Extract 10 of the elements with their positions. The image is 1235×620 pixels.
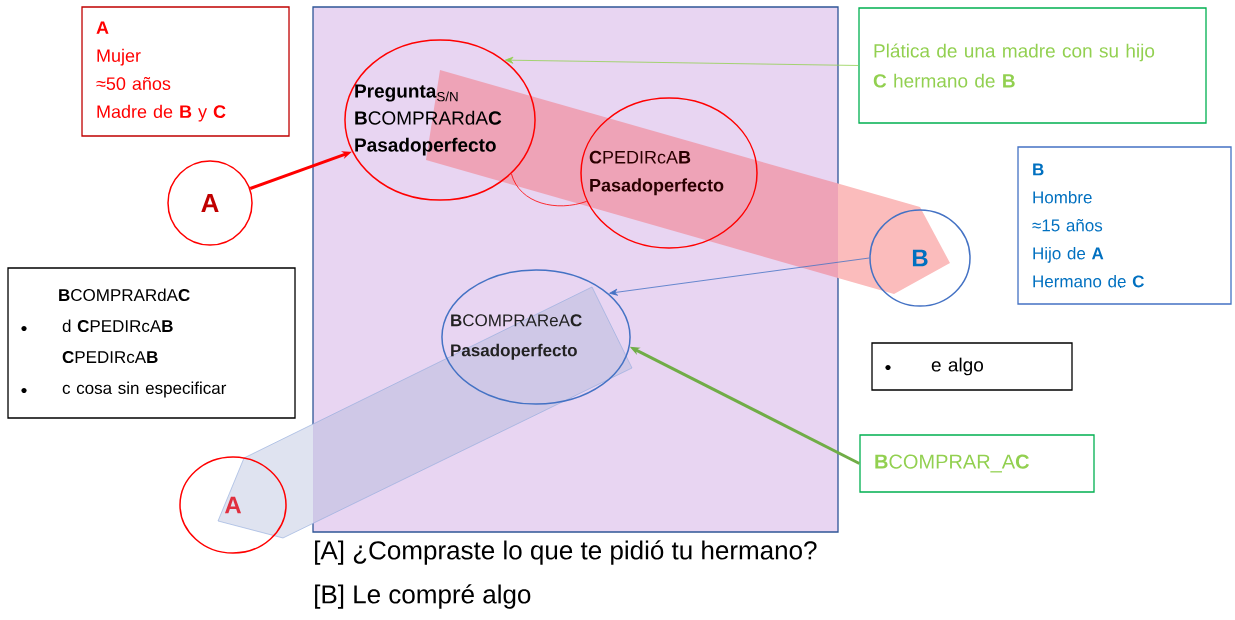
caption-text: [A] ¿Compraste lo que te pidió tu hermano? <box>315 540 817 565</box>
note-box: BCOMPRAR_AC <box>859 434 1095 493</box>
note-box: Plática de una madre con su hijo C hermano de B <box>858 7 1207 124</box>
caption-text: [B] Le compré algo <box>315 584 531 609</box>
arrow <box>504 56 859 66</box>
note-box: e algo <box>871 342 1073 391</box>
note-box: BCOMPRARdAC d CPEDIRcAB CPEDIRcAB c cosa sin especificar <box>7 267 296 419</box>
arrow <box>609 257 870 296</box>
info-box: B Hombre ≈15 años Hijo de A Hermano de C <box>1017 146 1232 305</box>
info-box: A Mujer ≈50 años Madre de B y C <box>81 6 290 137</box>
